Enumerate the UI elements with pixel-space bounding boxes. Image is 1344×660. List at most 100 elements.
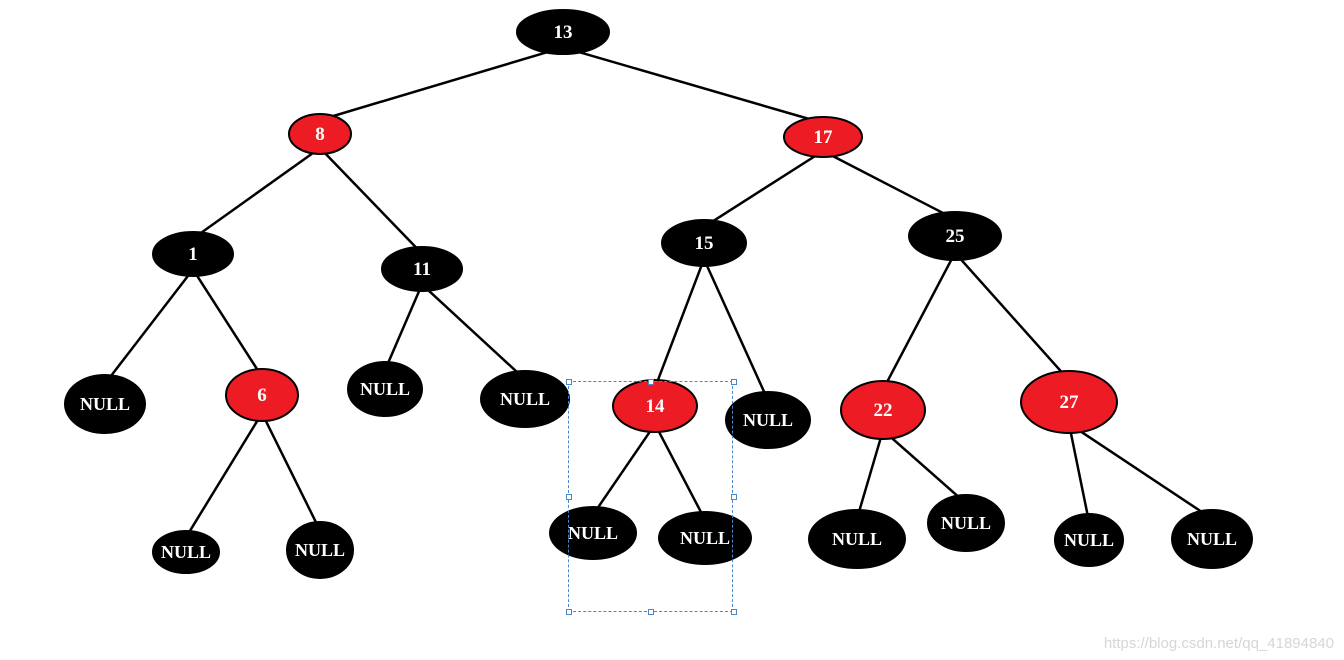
node-label: 6 — [257, 385, 267, 406]
selection-handle[interactable] — [731, 609, 737, 615]
tree-node-11: 11 — [381, 246, 463, 292]
null-leaf-node: NULL — [549, 506, 637, 560]
tree-node-22: 22 — [840, 380, 926, 440]
null-leaf-node: NULL — [286, 521, 354, 579]
null-leaf-shape — [347, 361, 423, 417]
null-leaf-shape — [64, 374, 146, 434]
node-shape — [152, 231, 234, 277]
null-leaf-label: NULL — [941, 513, 991, 533]
selection-handle[interactable] — [731, 494, 737, 500]
null-leaf-label: NULL — [80, 394, 130, 414]
tree-edges — [104, 46, 1213, 538]
tree-node-6: 6 — [225, 368, 299, 422]
tree-edge — [104, 268, 194, 385]
tree-node-1: 1 — [152, 231, 234, 277]
node-label: 15 — [695, 233, 714, 254]
selection-handle[interactable] — [566, 609, 572, 615]
tree-edge — [383, 283, 424, 371]
null-leaf-label: NULL — [1187, 529, 1237, 549]
node-label: 13 — [554, 22, 573, 43]
null-leaf-node: NULL — [64, 374, 146, 434]
null-leaf-node: NULL — [927, 494, 1005, 552]
null-leaf-label: NULL — [161, 542, 211, 562]
selection-box[interactable] — [568, 381, 733, 612]
node-shape — [783, 116, 863, 158]
node-shape — [381, 246, 463, 292]
null-leaf-node: NULL — [658, 511, 752, 565]
selection-handle[interactable] — [648, 609, 654, 615]
node-shape — [908, 211, 1002, 261]
tree-edge — [192, 146, 321, 240]
null-leaf-node: NULL — [808, 509, 906, 569]
null-leaf-label: NULL — [500, 389, 550, 409]
node-label: 22 — [874, 400, 893, 421]
tree-edge — [653, 258, 706, 389]
node-shape — [516, 9, 610, 55]
null-leaf-node: NULL — [725, 391, 811, 449]
null-leaf-node: NULL — [1054, 513, 1124, 567]
node-shape — [840, 380, 926, 440]
null-leaf-shape — [1054, 513, 1124, 567]
null-leaf-node: NULL — [152, 530, 220, 574]
tree-edge — [1068, 422, 1213, 520]
selection-handle[interactable] — [731, 379, 737, 385]
null-leaf-shape — [927, 494, 1005, 552]
tree-node-14: 14 — [612, 379, 698, 433]
null-leaf-label: NULL — [680, 528, 730, 548]
tree-edge — [319, 46, 564, 122]
tree-edge — [702, 258, 770, 401]
null-leaf-label: NULL — [743, 410, 793, 430]
node-label: 27 — [1060, 392, 1080, 413]
null-leaf-node: NULL — [480, 370, 570, 428]
node-label: 11 — [413, 259, 431, 280]
tree-edge — [562, 46, 824, 125]
node-label: 17 — [814, 127, 834, 148]
null-leaf-label: NULL — [360, 379, 410, 399]
null-leaf-label: NULL — [568, 523, 618, 543]
node-label: 8 — [315, 124, 325, 145]
tree-edge — [184, 412, 264, 538]
null-leaf-shape — [549, 506, 637, 560]
null-leaf-shape — [480, 370, 570, 428]
null-leaf-node: NULL — [347, 361, 423, 417]
tree-edge — [1067, 423, 1091, 523]
null-leaf-label: NULL — [832, 529, 882, 549]
node-shape — [661, 219, 747, 267]
null-leaf-label: NULL — [1064, 530, 1114, 550]
tree-edge — [855, 429, 885, 520]
watermark-text: https://blog.csdn.net/qq_41894840 — [1103, 635, 1334, 652]
tree-edge — [653, 423, 707, 521]
tree-edge — [881, 252, 957, 391]
node-label: 14 — [646, 396, 666, 417]
null-leaf-shape — [286, 521, 354, 579]
null-leaf-shape — [152, 530, 220, 574]
tree-edge — [421, 283, 526, 381]
node-label: 25 — [946, 226, 965, 247]
selection-handle[interactable] — [566, 494, 572, 500]
node-shape — [288, 113, 352, 155]
node-shape — [1020, 370, 1118, 434]
null-leaf-label: NULL — [295, 540, 345, 560]
tree-edge — [191, 268, 264, 378]
node-shape — [225, 368, 299, 422]
tree-edge — [591, 423, 657, 516]
selection-handle[interactable] — [566, 379, 572, 385]
tree-node-17: 17 — [783, 116, 863, 158]
null-leaf-shape — [725, 391, 811, 449]
tree-edge — [954, 251, 1070, 382]
tree-node-8: 8 — [288, 113, 352, 155]
tree-node-13: 13 — [516, 9, 610, 55]
tree-edge — [260, 412, 322, 531]
node-shape — [612, 379, 698, 433]
selection-handle[interactable] — [648, 379, 654, 385]
tree-edge — [319, 147, 423, 255]
tree-edge — [703, 149, 824, 228]
null-leaf-shape — [1171, 509, 1253, 569]
node-label: 1 — [188, 244, 198, 265]
null-leaf-shape — [658, 511, 752, 565]
null-leaf-shape — [808, 509, 906, 569]
tree-node-25: 25 — [908, 211, 1002, 261]
null-leaf-node: NULL — [1171, 509, 1253, 569]
